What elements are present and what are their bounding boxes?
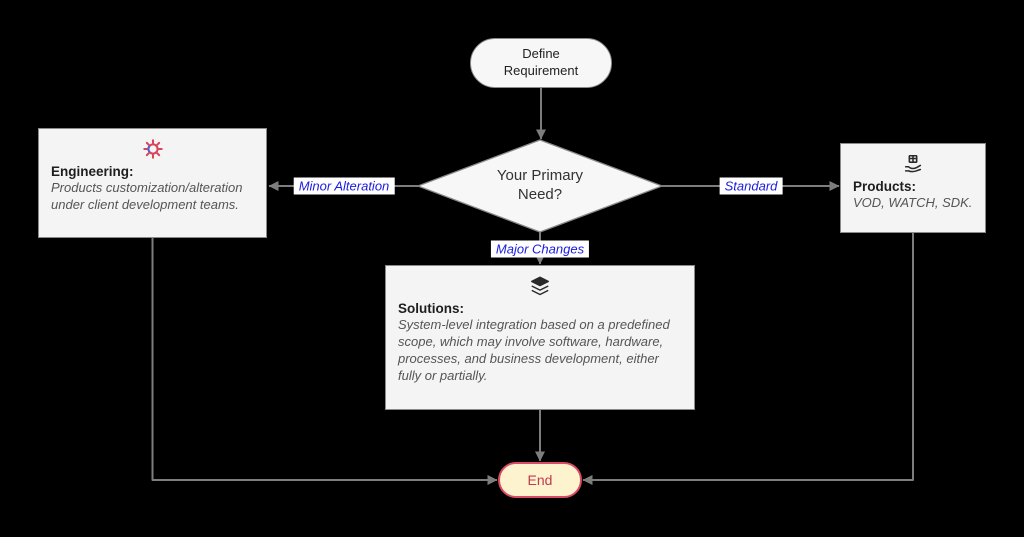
end-node: End [498, 462, 582, 498]
edge-engineering-to-end [151, 238, 498, 485]
solutions-description: System-level integration based on a pred… [398, 317, 670, 383]
edge-products-to-end [582, 233, 914, 485]
engineering-title: Engineering: [51, 164, 134, 179]
layers-icon [398, 275, 682, 299]
products-description: VOD, WATCH, SDK. [853, 195, 973, 210]
solutions-title: Solutions: [398, 301, 464, 316]
decision-node-label: Your Primary Need? [496, 167, 584, 203]
edge-label-minor-alteration: Minor Alteration [293, 177, 395, 195]
hand-box-icon [853, 153, 973, 177]
start-node-label: Define Requirement [503, 46, 579, 78]
edge-label-major-changes: Major Changes [490, 240, 590, 258]
engineering-description: Products customization/alteration under … [51, 180, 243, 212]
gear-icon [51, 138, 254, 162]
engineering-box: Engineering: Products customization/alte… [38, 128, 267, 238]
products-box: Products: VOD, WATCH, SDK. [840, 143, 986, 233]
edge-label-standard: Standard [719, 177, 783, 195]
decision-node: Your Primary Need? [440, 158, 640, 214]
products-title: Products: [853, 179, 917, 194]
end-node-label: End [527, 472, 553, 488]
start-node: Define Requirement [470, 38, 612, 88]
solutions-box: Solutions: System-level integration base… [385, 265, 695, 410]
